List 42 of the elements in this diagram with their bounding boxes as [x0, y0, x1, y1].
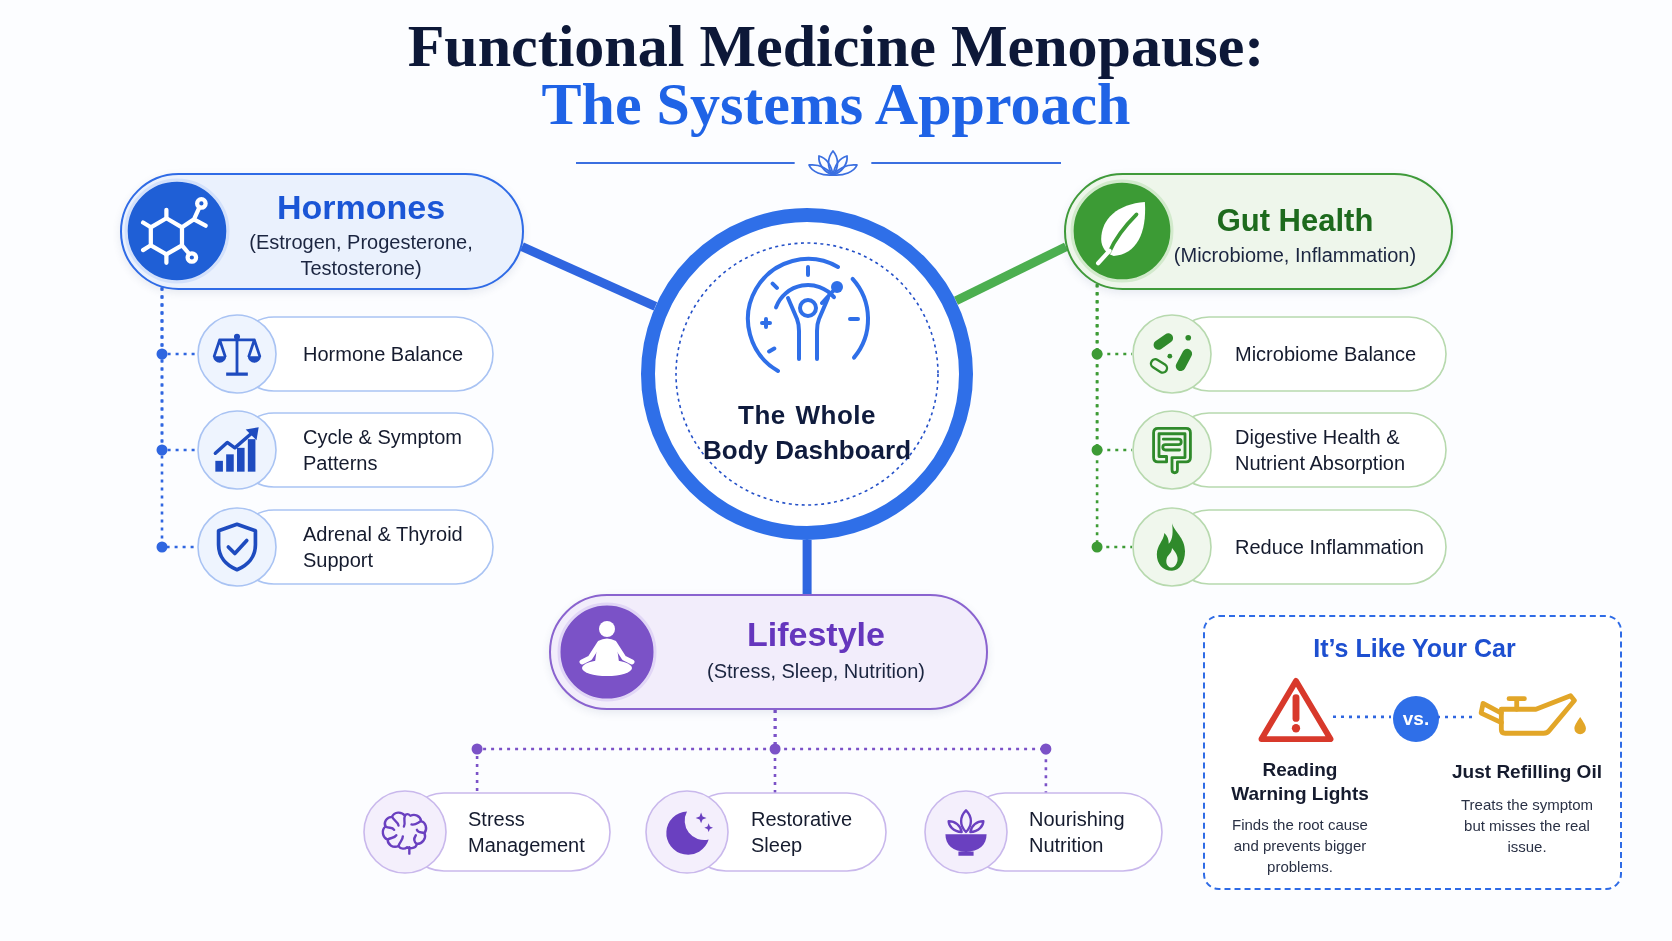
item-label: Stress Management — [468, 807, 586, 858]
item-label: Reduce Inflammation — [1235, 535, 1425, 560]
panel-heading: It’s Like Your Car — [1312, 633, 1517, 664]
item-card — [924, 790, 1163, 874]
item-label: Restorative Sleep — [751, 807, 854, 858]
item-card — [197, 507, 494, 587]
connector-line — [954, 242, 1068, 305]
dotted-connector — [1333, 715, 1391, 719]
item-card — [1132, 507, 1447, 587]
dotted-connector — [1095, 284, 1132, 549]
item-label: Nourishing Nutrition — [1029, 807, 1126, 858]
caption-heading: Just Refilling Oil — [1451, 760, 1603, 784]
dotted-connector — [160, 287, 197, 549]
item-card — [363, 790, 611, 874]
warning-triangle-icon — [1257, 676, 1335, 745]
item-label: Microbiome Balance — [1235, 342, 1418, 367]
hub-label: The Whole Body Dashboard — [702, 399, 912, 467]
caption-text: Finds the root cause and prevents bigger problems. — [1231, 815, 1369, 877]
item-card — [197, 314, 494, 394]
caption-text: Treats the symptom but misses the real issue. — [1460, 795, 1594, 857]
dotted-connector — [773, 710, 1048, 793]
card-subtitle: (Stress, Sleep, Nutrition) — [706, 659, 926, 684]
item-label: Digestive Health & Nutrient Absorption — [1235, 425, 1407, 476]
comparison-panel — [1203, 615, 1622, 890]
item-label: Cycle & Symptom Patterns — [303, 425, 463, 476]
item-label: Hormone Balance — [303, 342, 465, 367]
item-card — [1132, 314, 1447, 394]
dotted-connector — [1437, 715, 1474, 719]
item-card — [645, 790, 887, 874]
card-subtitle: (Microbiome, Inflammation) — [1172, 243, 1418, 268]
versus-circle: vs. — [1393, 696, 1439, 742]
card-heading: Lifestyle — [746, 614, 886, 655]
item-card — [1132, 410, 1447, 490]
card-heading: Hormones — [275, 187, 447, 227]
connector-line — [802, 540, 812, 594]
connector-line — [520, 242, 658, 311]
hub-circle — [641, 208, 973, 540]
item-card — [197, 410, 494, 490]
item-label: Adrenal & Thyroid Support — [303, 522, 464, 573]
caption-heading: Reading Warning Lights — [1230, 758, 1370, 806]
card-heading: Gut Health — [1215, 202, 1375, 240]
card-subtitle: (Estrogen, Progesterone, Testosterone) — [248, 230, 474, 281]
